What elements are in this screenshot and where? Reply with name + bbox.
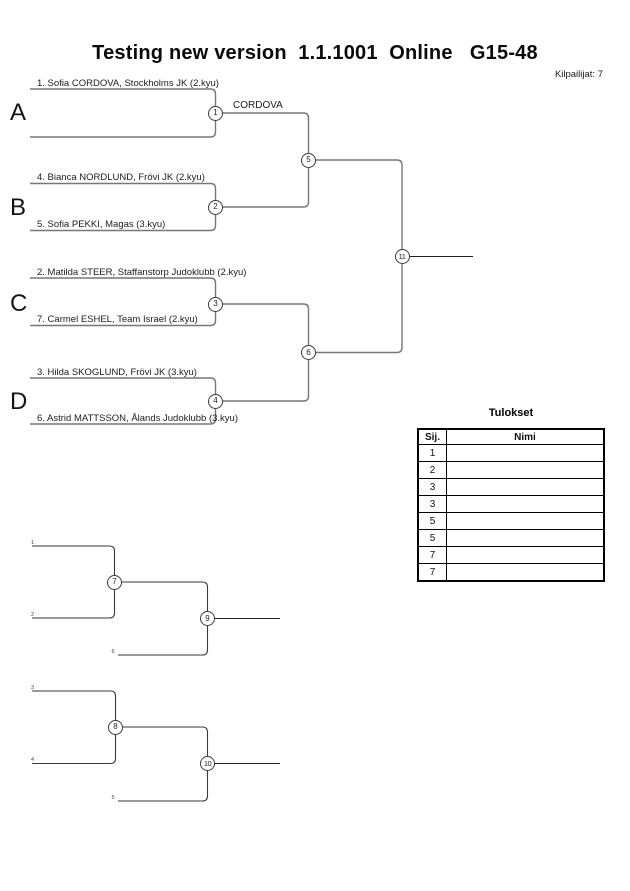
results-row-1: 1 — [417, 444, 605, 462]
player-entry-nordlund: 4. Bianca NORDLUND, Frövi JK (2.kyu) — [37, 172, 205, 183]
match-circle-5: 5 — [301, 152, 316, 168]
place-cell: 2 — [417, 461, 447, 479]
page-title: Testing new version 1.1.1001 Online G15-… — [92, 42, 538, 64]
name-cell — [446, 546, 605, 564]
section-letter-b: B — [10, 193, 27, 221]
name-cell — [446, 478, 605, 496]
results-col-nimi: Nimi — [446, 428, 605, 445]
results-row-6: 5 — [417, 529, 605, 547]
match-circle-9: 9 — [200, 611, 215, 626]
match-circle-7: 7 — [107, 574, 122, 590]
place-cell: 3 — [417, 478, 447, 496]
player-entry-pekki: 5. Sofia PEKKI, Magas (3.kyu) — [37, 219, 166, 230]
results-row-8: 7 — [417, 563, 605, 582]
results-row-7: 7 — [417, 546, 605, 564]
player-entry-mattsson: 6. Astrid MATTSSON, Ålands Judoklubb (3.… — [37, 412, 238, 424]
semifinal-ab-line — [215, 112, 310, 208]
player-entry-steer: 2. Matilda STEER, Staffanstorp Judoklubb… — [37, 266, 247, 278]
name-cell — [446, 495, 605, 513]
match-circle-10: 10 — [200, 756, 215, 771]
winner-annotation: CORDOVA — [233, 99, 283, 111]
place-cell: 1 — [417, 444, 447, 462]
match-circle-11: 11 — [394, 249, 410, 264]
results-header-row: Sij. Nimi — [417, 428, 605, 445]
name-cell — [446, 461, 605, 479]
player-entry-skoglund: 3. Hilda SKOGLUND, Frövi JK (3.kyu) — [37, 366, 197, 378]
results-section: Tulokset Sij. Nimi 1 2 3 — [417, 407, 605, 582]
repechage-seed-label-3: 3 — [31, 684, 35, 691]
results-table: Sij. Nimi 1 2 3 3 — [417, 428, 605, 582]
repechage-seed-label-4: 4 — [31, 757, 35, 763]
place-cell: 5 — [417, 529, 447, 547]
match-circle-6: 6 — [301, 345, 316, 360]
player-entry-cordova: 1. Sofia CORDOVA, Stockholms JK (2.kyu) — [37, 77, 219, 89]
place-cell: 7 — [417, 546, 447, 564]
place-cell: 5 — [417, 512, 447, 530]
results-row-2: 2 — [417, 461, 605, 479]
player-entry-eshel: 7. Carmel ESHEL, Team Israel (2.kyu) — [37, 314, 198, 325]
repechage-1-bracket-line — [32, 545, 116, 619]
repechage-2-bracket-line — [32, 690, 117, 765]
place-cell: 7 — [417, 563, 447, 582]
match-circle-3: 3 — [208, 296, 223, 312]
name-cell — [446, 512, 605, 530]
match-circle-2: 2 — [208, 199, 223, 215]
results-row-5: 5 — [417, 512, 605, 530]
repechage-2-final-line — [115, 726, 209, 802]
name-cell — [446, 444, 605, 462]
repechage-1-final-line — [114, 581, 209, 656]
section-letter-d: D — [10, 387, 28, 415]
match-circle-8: 8 — [108, 719, 123, 735]
semifinal-cd-line — [215, 303, 310, 402]
name-cell — [446, 529, 605, 547]
final-line — [308, 159, 403, 354]
results-title: Tulokset — [488, 407, 534, 419]
match-circle-4: 4 — [208, 393, 223, 409]
competitor-count-label: Kilpailijat: 7 — [554, 69, 603, 80]
match-circle-1: 1 — [208, 105, 223, 121]
name-cell — [446, 563, 605, 582]
repechage-seed-label-6: 6 — [111, 649, 115, 655]
section-letter-a: A — [10, 99, 27, 126]
results-row-4: 3 — [417, 495, 605, 513]
section-letter-c: C — [10, 290, 28, 317]
bracket-a-line — [30, 88, 217, 138]
repechage-seed-label-2: 2 — [31, 611, 35, 618]
results-col-sij: Sij. — [417, 428, 447, 445]
repechage-seed-label-5: 5 — [111, 795, 115, 801]
results-row-3: 3 — [417, 478, 605, 496]
repechage-seed-label-1: 1 — [31, 539, 35, 546]
place-cell: 3 — [417, 495, 447, 513]
